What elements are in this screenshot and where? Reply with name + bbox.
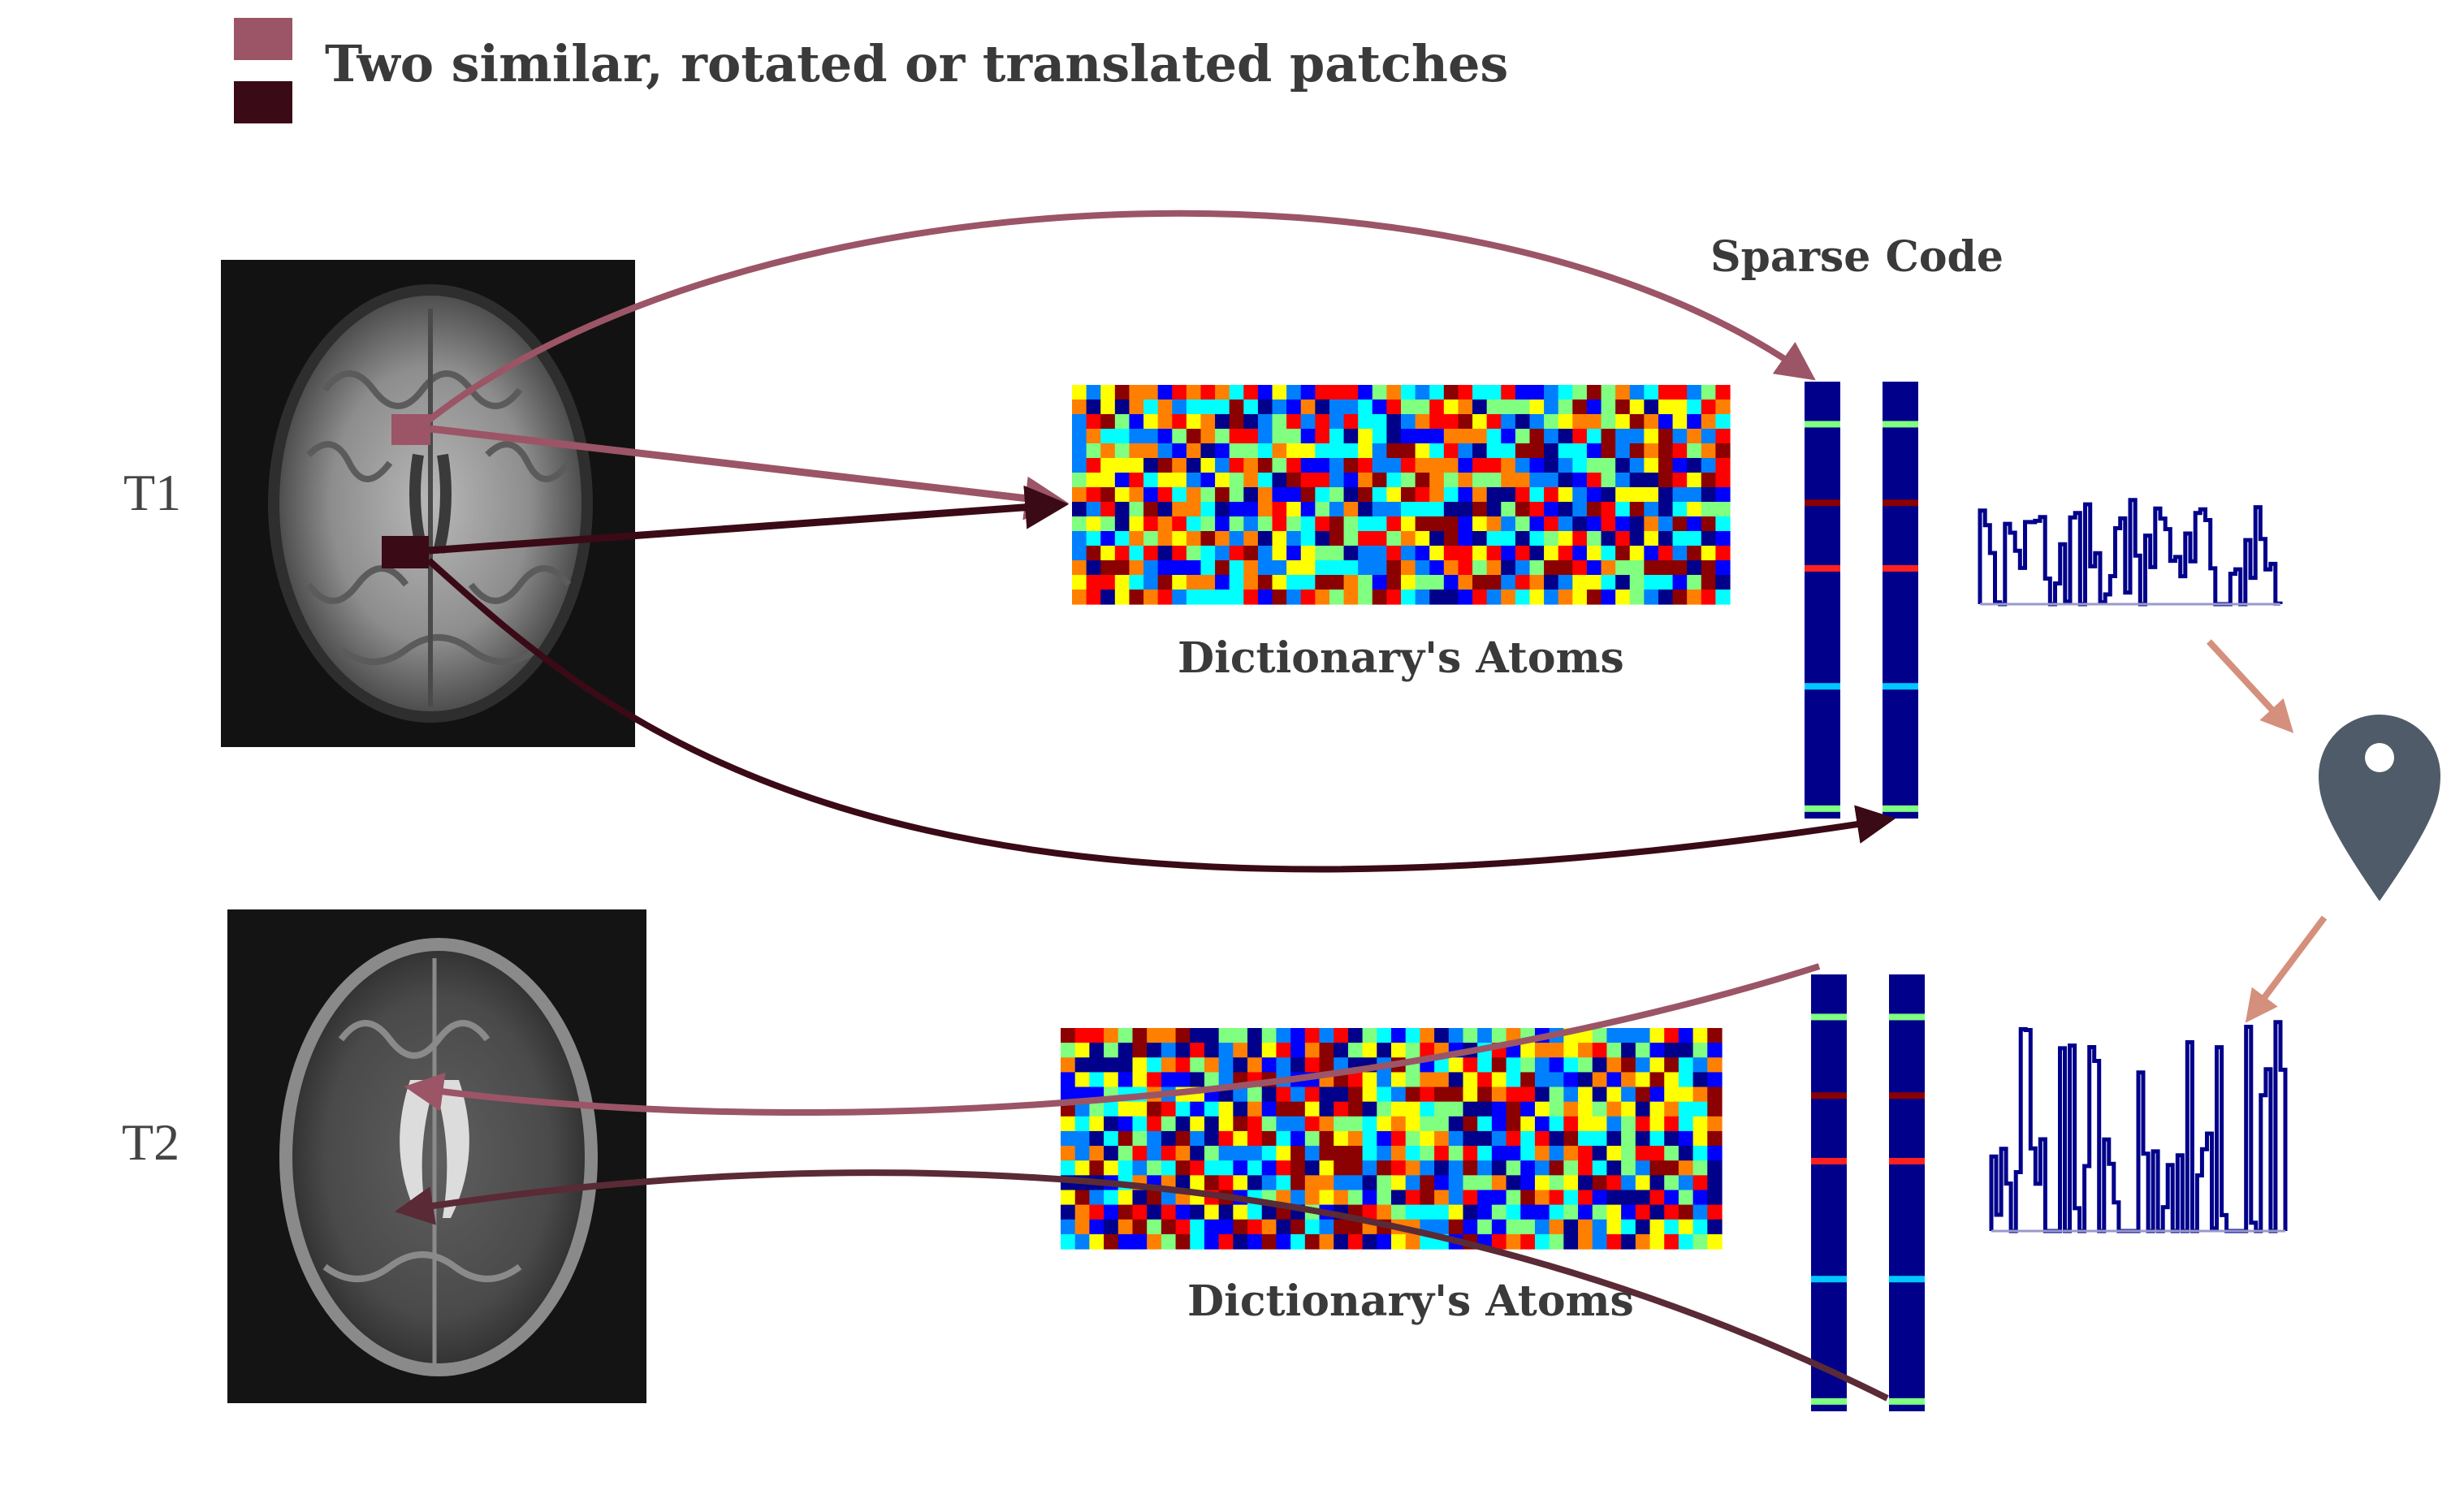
legend-swatch-light [234, 18, 292, 60]
t2-label: T2 [122, 1113, 180, 1171]
arrow-light-patch-to-dictionary [430, 425, 1070, 521]
legend-title: Two similar, rotated or translated patch… [325, 34, 1509, 93]
legend-swatch-dark [234, 81, 292, 123]
map-pin-icon [2313, 710, 2446, 910]
sparse-code-title: Sparse Code [1710, 232, 2004, 282]
arrow-light-patch-to-sparse-code [424, 210, 1816, 425]
t1-patch-dark [382, 536, 429, 568]
arrow-sparse-code-to-t2-region [394, 1169, 1889, 1402]
sparse-code-histogram-bottom [1989, 1020, 2288, 1233]
t1-label: T1 [123, 464, 182, 521]
t1-brain-image [221, 260, 635, 747]
flow-arrow-from-pin [2245, 915, 2328, 1023]
t1-patch-light [391, 414, 430, 445]
sparse-code-histogram-top [1978, 498, 2283, 607]
arrow-dark-patch-to-sparse-code [426, 558, 1896, 873]
dictionary-atoms-top [1072, 385, 1731, 605]
dictionary-label-bottom: Dictionary's Atoms [1187, 1276, 1634, 1326]
arrow-sparse-code-to-t2-ventricle [404, 963, 1821, 1117]
t2-brain-image [227, 909, 646, 1403]
dictionary-label-top: Dictionary's Atoms [1178, 633, 1624, 683]
sparse-code-columns [1805, 382, 1925, 1411]
arrow-dark-patch-to-dictionary [428, 485, 1070, 555]
dictionary-atoms-bottom [1061, 1028, 1723, 1250]
flow-arrow-to-pin [2207, 639, 2294, 733]
